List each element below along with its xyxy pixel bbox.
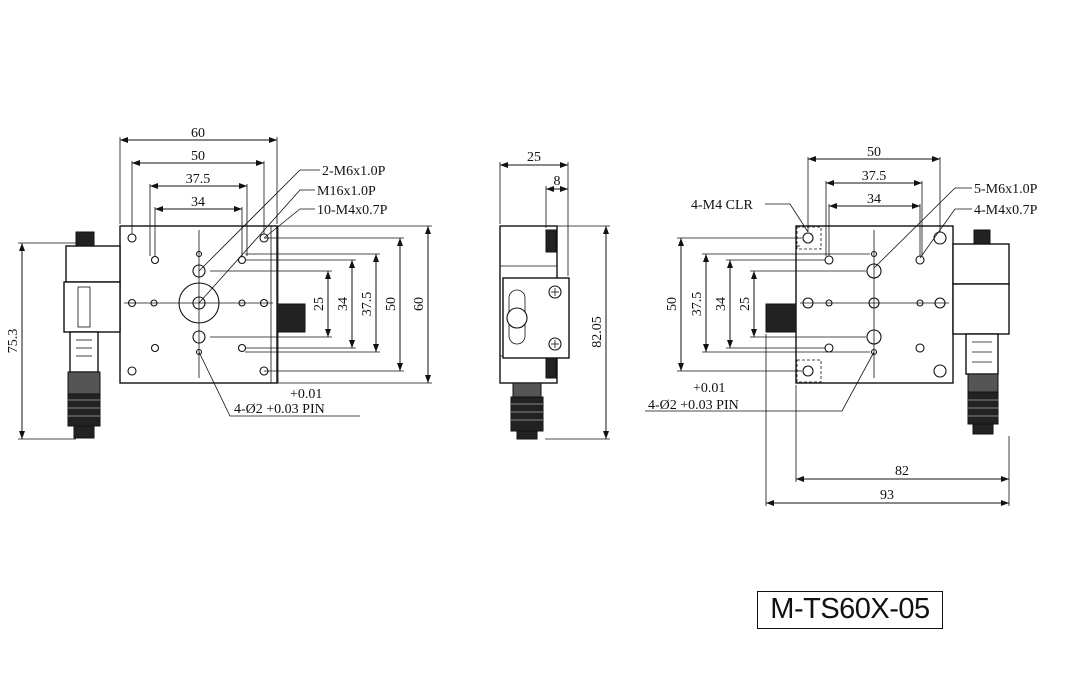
rear-note-clr: 4-M4 CLR (691, 198, 754, 213)
rear-dim-93: 93 (880, 488, 894, 503)
rear-knob-block (765, 303, 797, 333)
front-dim-34: 34 (191, 195, 205, 210)
rear-dim-34: 34 (867, 192, 881, 207)
side-dim-8: 8 (554, 174, 561, 189)
front-note-pin-tol: +0.01 (290, 387, 322, 402)
rear-note-pin: 4-Ø2 +0.03 PIN (648, 398, 739, 413)
model-number: M-TS60X-05 (757, 591, 943, 629)
rear-dim-50: 50 (867, 145, 881, 160)
front-dim-h50: 50 (384, 297, 399, 311)
front-micrometer (63, 231, 121, 439)
front-dim-h60: 60 (412, 297, 427, 311)
front-dim-75-3: 75.3 (6, 329, 21, 354)
front-note-pin: 4-Ø2 +0.03 PIN (234, 402, 325, 417)
front-note-m16: M16x1.0P (317, 184, 376, 199)
front-note-m6: 2-M6x1.0P (322, 164, 386, 179)
rear-view: 50 37.5 34 50 37.5 34 25 82 93 4-M4 CLR (645, 145, 1038, 506)
rear-dim-37-5: 37.5 (862, 169, 887, 184)
side-dim-82-05: 82.05 (590, 316, 605, 348)
front-dim-h37-5: 37.5 (360, 292, 375, 317)
rear-micrometer (952, 229, 1010, 435)
front-dim-60: 60 (191, 126, 205, 141)
front-dim-h25: 25 (312, 297, 327, 311)
rear-dim-h34: 34 (714, 297, 729, 311)
rear-note-m4: 4-M4x0.7P (974, 203, 1038, 218)
front-dim-h34: 34 (336, 297, 351, 311)
rear-note-pin-tol: +0.01 (693, 381, 725, 396)
rear-dim-82: 82 (895, 464, 909, 479)
front-dim-50: 50 (191, 149, 205, 164)
side-dim-25: 25 (527, 150, 541, 165)
front-dim-37-5: 37.5 (186, 172, 211, 187)
front-knob-block (276, 303, 306, 333)
rear-dim-h37-5: 37.5 (690, 292, 705, 317)
front-view: 60 50 37.5 34 60 50 37.5 34 25 75.3 (6, 126, 432, 440)
rear-dim-h25: 25 (738, 297, 753, 311)
side-view: 25 8 82.05 (499, 150, 610, 440)
front-note-m4: 10-M4x0.7P (317, 203, 388, 218)
rear-note-m6: 5-M6x1.0P (974, 182, 1038, 197)
rear-dim-h50: 50 (665, 297, 680, 311)
